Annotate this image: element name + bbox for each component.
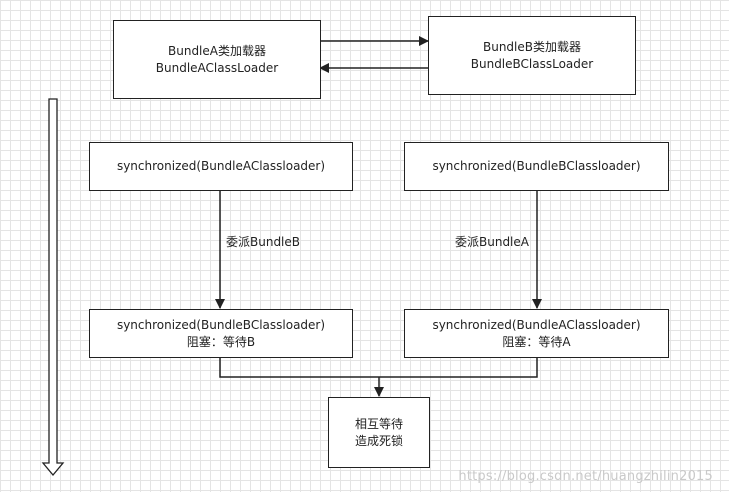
right-sync-b-text: synchronized(BundleBClassloader) xyxy=(432,159,641,173)
bundle-b-subtitle: BundleBClassLoader xyxy=(470,56,594,71)
merge-line xyxy=(219,358,538,378)
bundle-a-classloader-box: BundleA类加载器 BundleAClassLoader xyxy=(113,20,321,99)
bundle-b-classloader-box: BundleB类加载器 BundleBClassLoader xyxy=(428,16,636,95)
left-blocked-text: 阻塞：等待B xyxy=(186,334,256,349)
bundle-a-title: BundleA类加载器 xyxy=(168,43,266,58)
right-sync-a-blocked-box: synchronized(BundleAClassloader) 阻塞：等待A xyxy=(404,309,669,358)
watermark: https://blog.csdn.net/huangzhilin2015 xyxy=(458,469,713,484)
left-sync-b-text: synchronized(BundleBClassloader) xyxy=(116,317,326,332)
bundle-a-subtitle: BundleAClassLoader xyxy=(155,60,279,75)
deadlock-result-box: 相互等待 造成死锁 xyxy=(328,397,430,468)
right-blocked-text: 阻塞：等待A xyxy=(502,334,571,349)
right-sync-b-box: synchronized(BundleBClassloader) xyxy=(404,142,669,191)
right-delegate-label: 委派BundleA xyxy=(455,235,529,249)
left-sync-a-box: synchronized(BundleAClassloader) xyxy=(89,142,353,191)
result-line1: 相互等待 xyxy=(354,416,403,431)
right-sync-a-text: synchronized(BundleAClassloader) xyxy=(432,317,641,332)
left-sync-b-blocked-box: synchronized(BundleBClassloader) 阻塞：等待B xyxy=(89,309,353,358)
result-line2: 造成死锁 xyxy=(354,433,403,448)
time-arrow xyxy=(41,98,65,477)
bundle-b-title: BundleB类加载器 xyxy=(482,39,581,54)
left-delegate-label: 委派BundleB xyxy=(226,235,301,249)
left-sync-a-text: synchronized(BundleAClassloader) xyxy=(116,159,326,173)
